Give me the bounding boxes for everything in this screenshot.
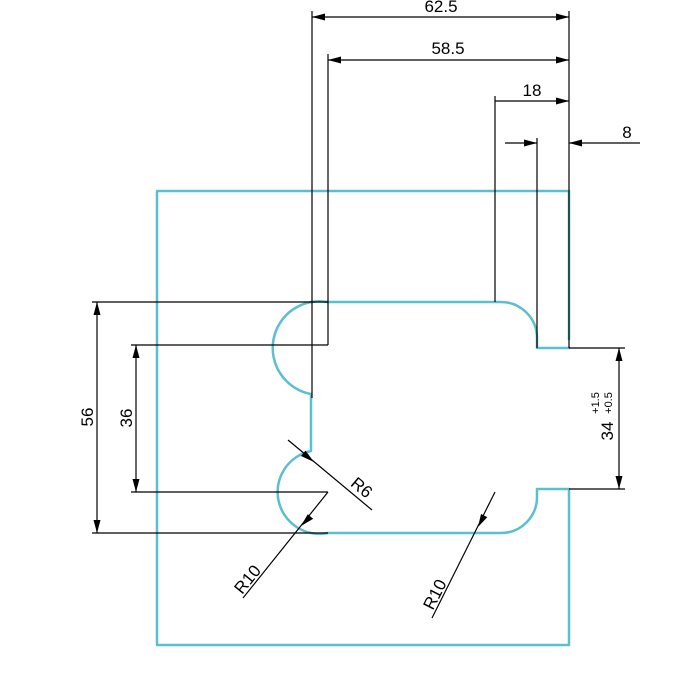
radius-label-r6: R6 — [347, 474, 376, 503]
arrowhead — [615, 348, 623, 361]
dimension-label-34: 34 — [598, 422, 617, 441]
outer-plate-outline — [155, 189, 571, 647]
arrowhead — [478, 514, 488, 527]
dimension-label-56: 56 — [78, 408, 97, 427]
arrowhead — [93, 520, 101, 533]
arrowhead — [301, 450, 314, 462]
radius-callout-r6: R6 — [287, 439, 376, 511]
arrowhead — [301, 514, 314, 526]
slot-mask — [536, 340, 572, 489]
part-outline — [155, 189, 572, 647]
cutout-profile — [271, 300, 571, 536]
arrowhead — [615, 476, 623, 489]
dimension-slot-offset: 18 — [494, 81, 569, 302]
arrowhead — [569, 139, 582, 147]
arrowhead — [556, 97, 569, 105]
dimension-label-36: 36 — [117, 409, 136, 428]
dimension-label-8: 8 — [622, 123, 631, 142]
dimension-label-62-5: 62.5 — [424, 0, 457, 16]
arrowhead — [132, 479, 140, 492]
dimension-cutout-height: 56 — [78, 301, 328, 534]
arrowhead — [556, 56, 569, 64]
tolerance-lower-label: +0.5 — [603, 392, 615, 414]
dimension-overall-width: 62.5 — [311, 0, 570, 398]
arrowhead — [556, 13, 569, 21]
dimension-notch-height: 36 — [117, 344, 328, 493]
radius-callout-left-r10: R10 — [231, 491, 329, 599]
radius-callout-right-r10: R10 — [420, 491, 496, 619]
dimension-label-58-5: 58.5 — [431, 39, 464, 58]
dimension-label-18: 18 — [523, 81, 542, 100]
dimension-inner-width: 58.5 — [327, 39, 569, 345]
radius-label-right-r10: R10 — [420, 576, 451, 612]
arrowhead — [524, 139, 537, 147]
arrowhead — [328, 56, 341, 64]
radius-label-left-r10: R10 — [231, 561, 265, 597]
dimension-slot-height: 34 +1.5 +0.5 — [569, 347, 625, 490]
arrowhead — [93, 302, 101, 315]
tolerance-upper-label: +1.5 — [590, 392, 602, 414]
arrowhead — [312, 13, 325, 21]
arrowhead — [132, 345, 140, 358]
dimension-slot-width: 8 — [505, 123, 640, 348]
